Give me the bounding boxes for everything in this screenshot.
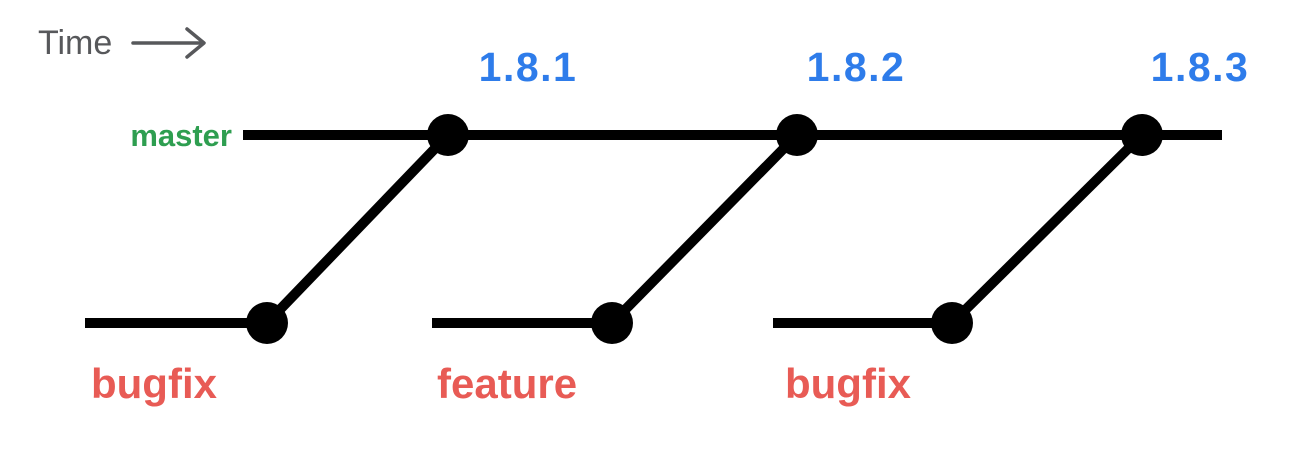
release-label-1-8-3: 1.8.3: [1151, 44, 1250, 90]
master-branch-label: master: [130, 118, 232, 153]
merge-line-bugfix-2: [948, 131, 1146, 327]
commit-dot-bugfix-1: [246, 302, 288, 344]
commit-dot-bugfix-2: [931, 302, 973, 344]
commit-dot-release-1-8-1: [427, 114, 469, 156]
merge-line-feature: [608, 131, 801, 327]
commit-dot-feature: [591, 302, 633, 344]
release-label-1-8-1: 1.8.1: [479, 44, 578, 90]
arrow-head: [185, 27, 206, 59]
branch-label-feature: feature: [437, 360, 577, 407]
branch-label-bugfix-1: bugfix: [91, 360, 218, 407]
commit-dot-release-1-8-3: [1121, 114, 1163, 156]
release-label-1-8-2: 1.8.2: [807, 44, 906, 90]
arrow-right-icon: [131, 27, 206, 59]
time-axis-label: Time: [38, 24, 112, 62]
merge-line-bugfix-1: [263, 131, 452, 327]
commit-dot-release-1-8-2: [776, 114, 818, 156]
branch-label-bugfix-2: bugfix: [785, 360, 912, 407]
